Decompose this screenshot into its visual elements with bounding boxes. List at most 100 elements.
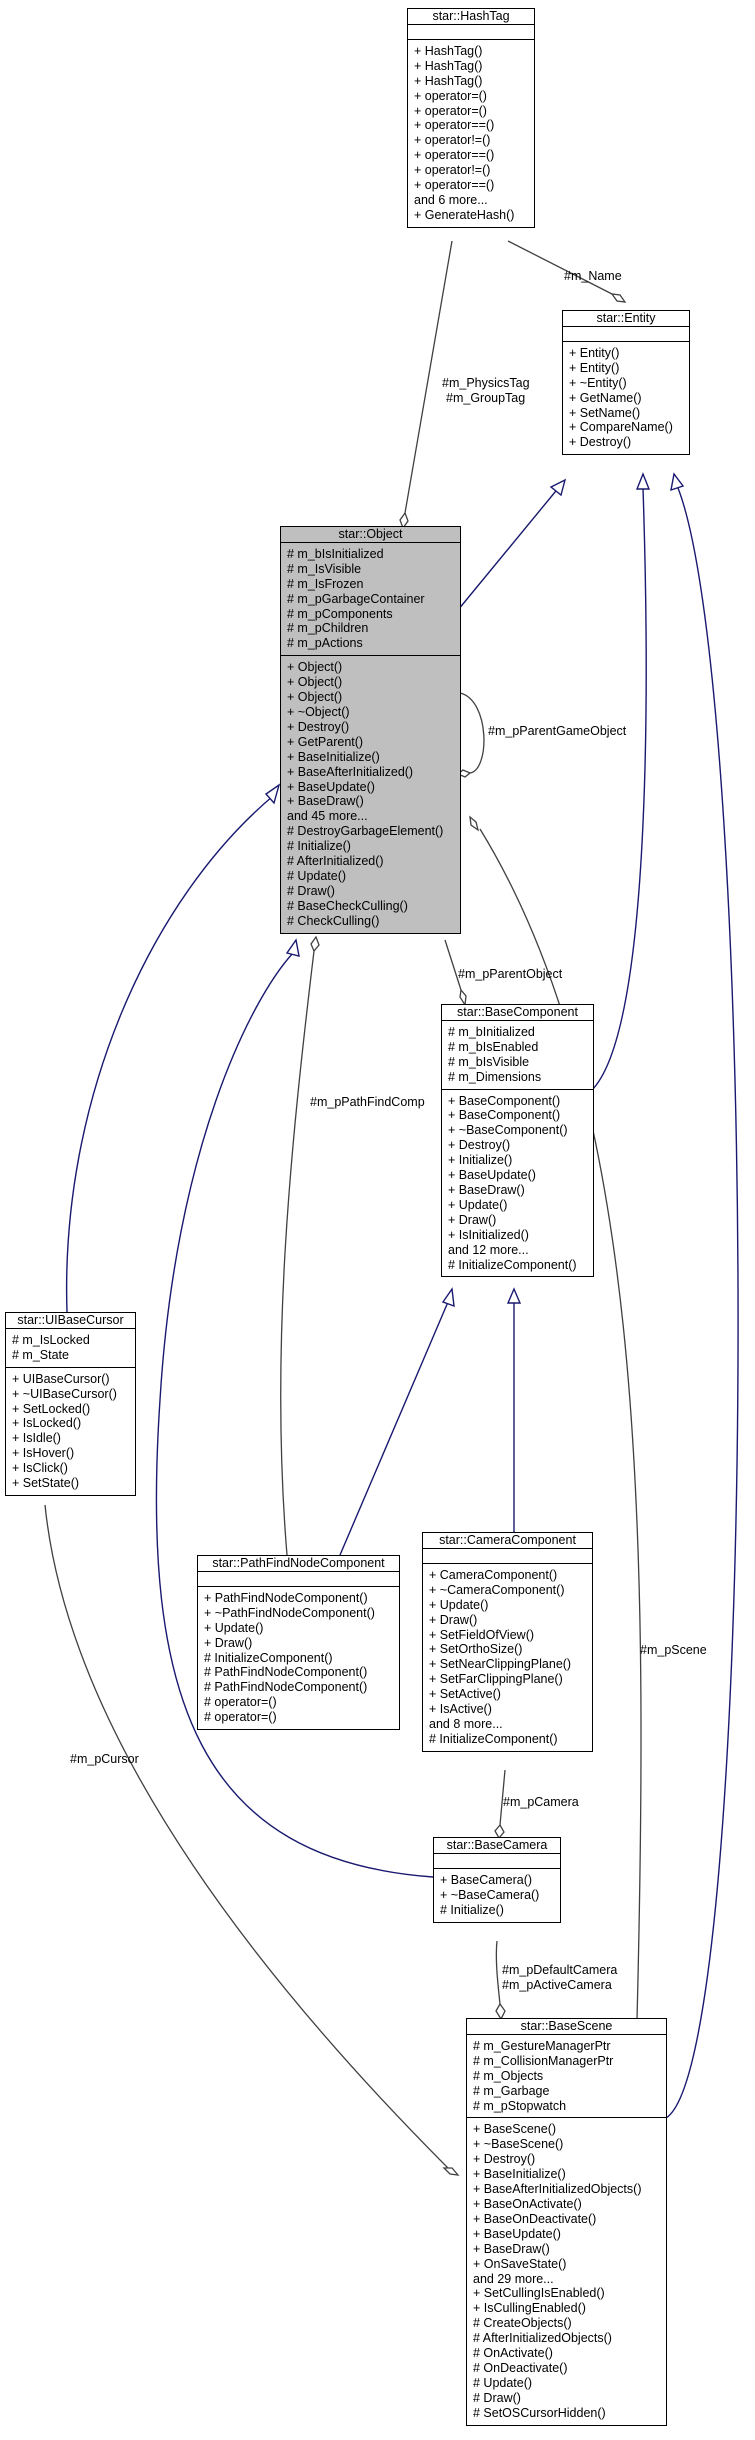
method-row[interactable]: # BaseCheckCulling() <box>287 898 408 913</box>
method-row[interactable]: + IsHover() <box>12 1446 75 1461</box>
class-entity[interactable]: star::Entity+ Entity()+ Entity()+ ~Entit… <box>562 310 690 456</box>
attribute-row[interactable]: # m_Objects <box>473 2068 544 2083</box>
method-row[interactable]: # OnActivate() <box>473 2346 553 2361</box>
method-row[interactable]: + BaseInitialize() <box>287 749 380 764</box>
class-hashtag[interactable]: star::HashTag+ HashTag()+ HashTag()+ Has… <box>407 8 535 228</box>
method-row[interactable]: # InitializeComponent() <box>429 1731 558 1746</box>
method-row[interactable]: + operator=() <box>414 88 487 103</box>
class-basecomponent[interactable]: star::BaseComponent# m_bInitialized# m_b… <box>441 1004 594 1278</box>
method-row[interactable]: # InitializeComponent() <box>204 1650 333 1665</box>
attribute-row[interactable]: # m_bIsEnabled <box>448 1039 539 1054</box>
method-row[interactable]: + BaseAfterInitialized() <box>287 764 414 779</box>
method-row[interactable]: + SetName() <box>569 405 641 420</box>
method-row[interactable]: + SetActive() <box>429 1687 501 1702</box>
method-row[interactable]: + GetParent() <box>287 734 364 749</box>
method-row[interactable]: + ~UIBaseCursor() <box>12 1386 117 1401</box>
method-row[interactable]: # InitializeComponent() <box>448 1257 577 1272</box>
method-row[interactable]: + ~BaseComponent() <box>448 1123 568 1138</box>
method-row[interactable]: + UIBaseCursor() <box>12 1371 110 1386</box>
method-row[interactable]: + operator=() <box>414 103 487 118</box>
method-row[interactable]: + IsActive() <box>429 1702 492 1717</box>
attribute-row[interactable]: # m_State <box>12 1347 69 1362</box>
attribute-row[interactable]: # m_pChildren <box>287 621 369 636</box>
class-uibasecursor[interactable]: star::UIBaseCursor# m_IsLocked# m_State+… <box>5 1312 136 1496</box>
attribute-row[interactable]: # m_GestureManagerPtr <box>473 2038 611 2053</box>
method-row[interactable]: # AfterInitialized() <box>287 854 384 869</box>
method-row[interactable]: + Destroy() <box>569 435 632 450</box>
method-row[interactable]: + SetFieldOfView() <box>429 1627 535 1642</box>
method-row[interactable]: + operator!=() <box>414 133 491 148</box>
method-row[interactable]: + IsClick() <box>12 1461 68 1476</box>
method-row[interactable]: + Object() <box>287 660 343 675</box>
method-row[interactable]: # Draw() <box>473 2390 521 2405</box>
method-row[interactable]: + ~PathFindNodeComponent() <box>204 1605 375 1620</box>
method-row[interactable]: + BaseComponent() <box>448 1093 561 1108</box>
method-row[interactable]: + GenerateHash() <box>414 207 515 222</box>
attribute-row[interactable]: # m_IsLocked <box>12 1332 90 1347</box>
method-row[interactable]: + HashTag() <box>414 58 483 73</box>
method-row[interactable]: + operator!=() <box>414 163 491 178</box>
method-row[interactable]: + operator==() <box>414 118 495 133</box>
method-row[interactable]: + Initialize() <box>448 1153 513 1168</box>
method-row[interactable]: + Draw() <box>204 1635 253 1650</box>
class-cameracomponent[interactable]: star::CameraComponent+ CameraComponent()… <box>422 1532 593 1752</box>
attribute-row[interactable]: # m_pStopwatch <box>473 2098 567 2113</box>
attribute-row[interactable]: # m_bInitialized <box>448 1024 535 1039</box>
method-row[interactable]: # PathFindNodeComponent() <box>204 1680 368 1695</box>
method-row[interactable]: and 12 more... <box>448 1242 529 1257</box>
attribute-row[interactable]: # m_Dimensions <box>448 1069 542 1084</box>
class-basecamera[interactable]: star::BaseCamera+ BaseCamera()+ ~BaseCam… <box>433 1837 561 1923</box>
method-row[interactable]: + Entity() <box>569 345 620 360</box>
method-row[interactable]: + ~Entity() <box>569 375 627 390</box>
method-row[interactable]: and 45 more... <box>287 809 368 824</box>
method-row[interactable]: + SetState() <box>12 1476 80 1491</box>
method-row[interactable]: + GetName() <box>569 390 642 405</box>
method-row[interactable]: + Destroy() <box>287 719 350 734</box>
method-row[interactable]: + BaseOnActivate() <box>473 2196 582 2211</box>
method-row[interactable]: + BaseCamera() <box>440 1872 533 1887</box>
method-row[interactable]: + BaseUpdate() <box>287 779 375 794</box>
method-row[interactable]: + Object() <box>287 690 343 705</box>
method-row[interactable]: # Initialize() <box>287 839 351 854</box>
method-row[interactable]: # DestroyGarbageElement() <box>287 824 444 839</box>
method-row[interactable]: + BaseDraw() <box>448 1182 525 1197</box>
method-row[interactable]: # operator=() <box>204 1695 277 1710</box>
method-row[interactable]: + BaseDraw() <box>473 2241 550 2256</box>
method-row[interactable]: + CameraComponent() <box>429 1567 558 1582</box>
method-row[interactable]: # OnDeactivate() <box>473 2360 568 2375</box>
method-row[interactable]: and 29 more... <box>473 2271 554 2286</box>
method-row[interactable]: + HashTag() <box>414 43 483 58</box>
method-row[interactable]: + ~Object() <box>287 704 350 719</box>
method-row[interactable]: + BaseAfterInitializedObjects() <box>473 2182 642 2197</box>
class-pathfindnodecomponent[interactable]: star::PathFindNodeComponent+ PathFindNod… <box>197 1555 400 1731</box>
attribute-row[interactable]: # m_IsVisible <box>287 561 362 576</box>
method-row[interactable]: # Draw() <box>287 883 335 898</box>
method-row[interactable]: + operator==() <box>414 148 495 163</box>
method-row[interactable]: + IsLocked() <box>12 1416 82 1431</box>
method-row[interactable]: + Entity() <box>569 360 620 375</box>
method-row[interactable]: + Draw() <box>429 1612 478 1627</box>
method-row[interactable]: # SetOSCursorHidden() <box>473 2405 606 2420</box>
attribute-row[interactable]: # m_bIsInitialized <box>287 546 384 561</box>
method-row[interactable]: + BaseUpdate() <box>448 1168 536 1183</box>
method-row[interactable]: # AfterInitializedObjects() <box>473 2331 612 2346</box>
method-row[interactable]: + BaseInitialize() <box>473 2167 566 2182</box>
attribute-row[interactable]: # m_CollisionManagerPtr <box>473 2053 614 2068</box>
method-row[interactable]: + OnSaveState() <box>473 2256 567 2271</box>
method-row[interactable]: + HashTag() <box>414 73 483 88</box>
method-row[interactable]: + SetOrthoSize() <box>429 1642 523 1657</box>
method-row[interactable]: + CompareName() <box>569 420 673 435</box>
method-row[interactable]: + Destroy() <box>448 1138 511 1153</box>
attribute-row[interactable]: # m_bIsVisible <box>448 1054 530 1069</box>
method-row[interactable]: + SetFarClippingPlane() <box>429 1672 563 1687</box>
method-row[interactable]: + operator==() <box>414 178 495 193</box>
method-row[interactable]: + Draw() <box>448 1212 497 1227</box>
method-row[interactable]: + Update() <box>448 1197 508 1212</box>
method-row[interactable]: # PathFindNodeComponent() <box>204 1665 368 1680</box>
method-row[interactable]: + SetCullingIsEnabled() <box>473 2286 605 2301</box>
attribute-row[interactable]: # m_pComponents <box>287 606 393 621</box>
method-row[interactable]: + BaseScene() <box>473 2122 557 2137</box>
method-row[interactable]: # CreateObjects() <box>473 2316 572 2331</box>
method-row[interactable]: + BaseUpdate() <box>473 2226 561 2241</box>
method-row[interactable]: + IsInitialized() <box>448 1227 529 1242</box>
